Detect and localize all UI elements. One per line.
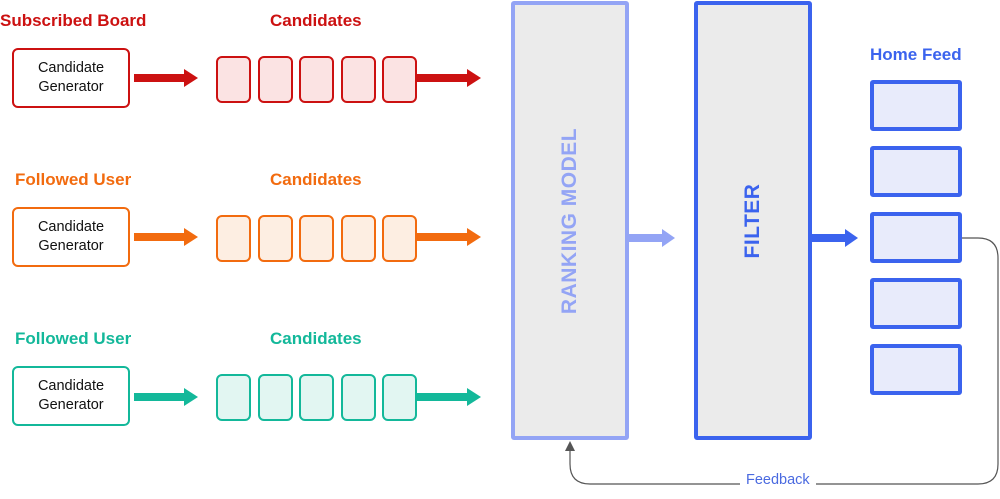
- generator-label-line2: Generator: [38, 238, 104, 254]
- home-feed-item: [870, 212, 962, 263]
- candidate-chip: [340, 215, 376, 262]
- generator-label-line1: Candidate: [37, 219, 105, 235]
- candidate-chip: [216, 374, 251, 421]
- source-label-followed-user: Followed User: [15, 329, 132, 348]
- source-label-followed-user: Followed User: [15, 170, 132, 189]
- generator-label-line1: Candidate: [37, 378, 105, 394]
- candidate-chip: [216, 56, 251, 103]
- home-feed-label: Home Feed: [870, 45, 962, 64]
- candidate-chip: [257, 215, 293, 262]
- arrow-generator-to-candidates: [134, 69, 198, 87]
- home-feed-item: [870, 80, 962, 131]
- filter-box: FILTER: [694, 1, 812, 440]
- candidates-label: Candidates: [270, 170, 362, 189]
- generator-label-line2: Generator: [38, 79, 104, 95]
- candidate-chip: [382, 215, 417, 262]
- ranking-model-box: RANKING MODEL: [511, 1, 629, 440]
- candidate-chip: [340, 56, 376, 103]
- arrow-candidates-to-ranking: [417, 69, 481, 87]
- candidate-chip: [257, 374, 293, 421]
- candidate-chip: [216, 215, 251, 262]
- arrow-generator-to-candidates: [134, 388, 198, 406]
- feedback-label: Feedback: [740, 472, 816, 488]
- generator-label-line2: Generator: [38, 397, 104, 413]
- source-label-subscribed-board: Subscribed Board: [0, 11, 147, 30]
- arrow-generator-to-candidates: [134, 228, 198, 246]
- candidate-chip: [340, 374, 376, 421]
- candidate-chip: [299, 56, 334, 103]
- arrow-ranking-to-filter: [629, 229, 675, 247]
- home-feed-item: [870, 278, 962, 329]
- candidates-label: Candidates: [270, 11, 362, 30]
- candidate-chip: [382, 374, 417, 421]
- arrow-candidates-to-ranking: [417, 388, 481, 406]
- candidate-chip: [299, 374, 334, 421]
- candidates-label: Candidates: [270, 329, 362, 348]
- arrow-candidates-to-ranking: [417, 228, 481, 246]
- arrow-filter-to-feed: [812, 229, 858, 247]
- generator-label-line1: Candidate: [37, 60, 105, 76]
- home-feed-item: [870, 146, 962, 197]
- candidate-chip: [382, 56, 417, 103]
- feedback-arrowhead: [565, 441, 575, 451]
- candidate-chip: [299, 215, 334, 262]
- feedback-loop-line: [569, 237, 999, 485]
- home-feed-item: [870, 344, 962, 395]
- candidate-chip: [257, 56, 293, 103]
